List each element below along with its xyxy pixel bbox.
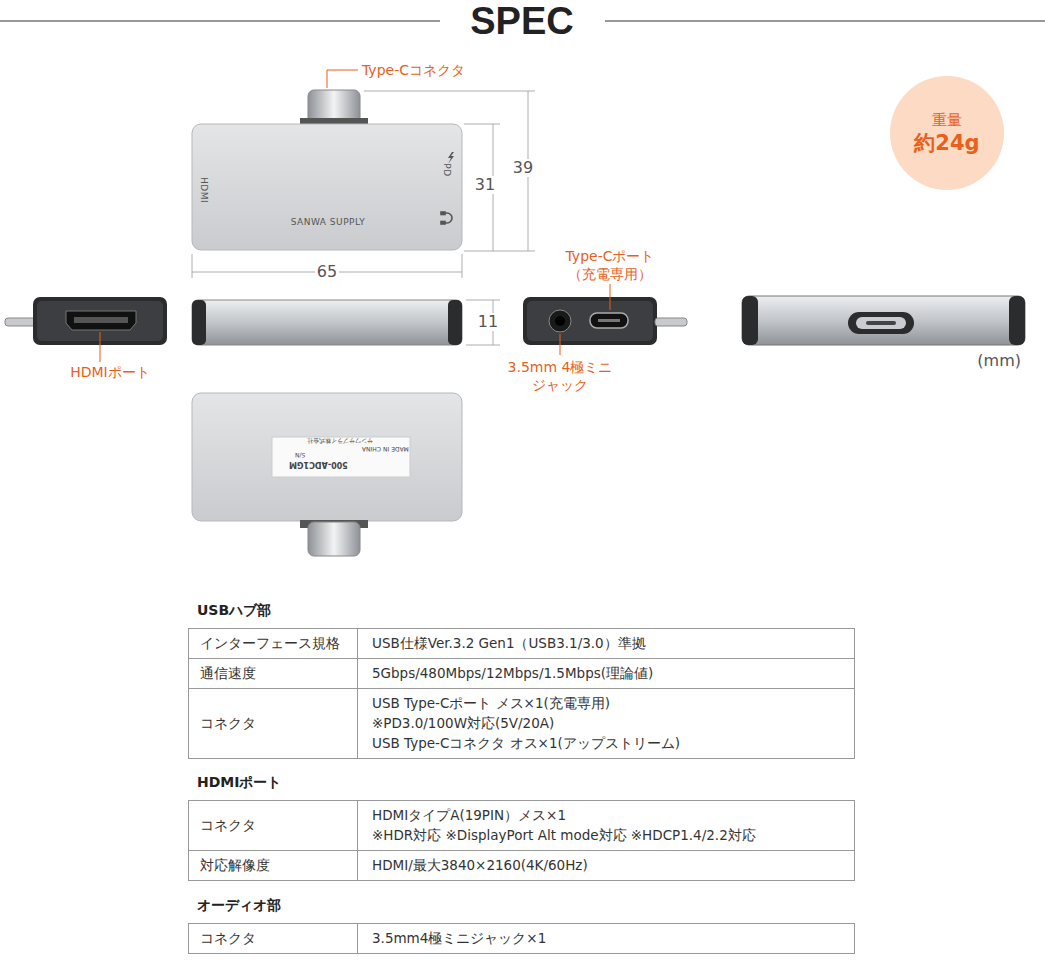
table-cell: 5Gbps/480Mbps/12Mbps/1.5Mbps(理論値) xyxy=(372,664,653,682)
table-cell: HDMIタイプA(19PIN）メス×1 xyxy=(372,806,566,824)
table-cell: USB仕様Ver.3.2 Gen1（USB3.1/3.0）準拠 xyxy=(372,634,646,652)
table-cell: コネクタ xyxy=(200,714,256,732)
unit-note: (mm) xyxy=(975,352,1023,370)
table-cell: ※PD3.0/100W対応(5V/20A) xyxy=(372,714,554,732)
callout-label: 3.5mm 4極ミニジャック xyxy=(504,358,616,394)
page-title: SPEC xyxy=(464,1,579,41)
table-cell: USB Type-Cコネクタ オス×1(アップストリーム) xyxy=(372,734,680,752)
callout-label: Type-Cポート （充電専用） xyxy=(554,247,666,283)
sticker-text: MADE IN CHINA xyxy=(362,446,409,453)
table-cell: 通信速度 xyxy=(200,664,256,682)
callout-label: Type-Cコネクタ xyxy=(362,61,465,79)
weight-heading: 重量 xyxy=(932,110,962,130)
dimension: 11 xyxy=(476,313,500,331)
callout-label: HDMIポート xyxy=(70,363,150,381)
table-cell: コネクタ xyxy=(200,816,256,834)
table-cell: 対応解像度 xyxy=(200,856,270,874)
table-cell: コネクタ xyxy=(200,929,256,947)
sticker-text: 500-ADC1GM xyxy=(289,461,348,468)
table-cell: インターフェース規格 xyxy=(200,634,340,652)
section-heading: HDMIポート xyxy=(197,773,281,791)
section-heading: オーディオ部 xyxy=(197,896,281,914)
dimension: 65 xyxy=(315,263,339,281)
sticker-text: サンワサプライ株式会社 xyxy=(307,438,373,445)
device-print: HDMI xyxy=(199,177,209,203)
brand-print: SANWA SUPPLY xyxy=(291,217,366,227)
table-cell: ※HDR対応 ※DisplayPort Alt mode対応 ※HDCP1.4/… xyxy=(372,826,756,844)
dimension: 39 xyxy=(511,159,535,177)
weight-badge: 重量約24g xyxy=(890,76,1004,190)
weight-value: 約24g xyxy=(914,130,979,156)
dimension: 31 xyxy=(473,176,497,194)
table-cell: USB Type-Cポート メス×1(充電専用) xyxy=(372,694,610,712)
device-print: PD xyxy=(442,163,452,176)
table-cell: HDMI/最大3840×2160(4K/60Hz) xyxy=(372,856,588,874)
section-heading: USBハブ部 xyxy=(197,601,271,619)
sticker-text: S/N xyxy=(295,452,305,459)
table-cell: 3.5mm4極ミニジャック×1 xyxy=(372,929,546,947)
